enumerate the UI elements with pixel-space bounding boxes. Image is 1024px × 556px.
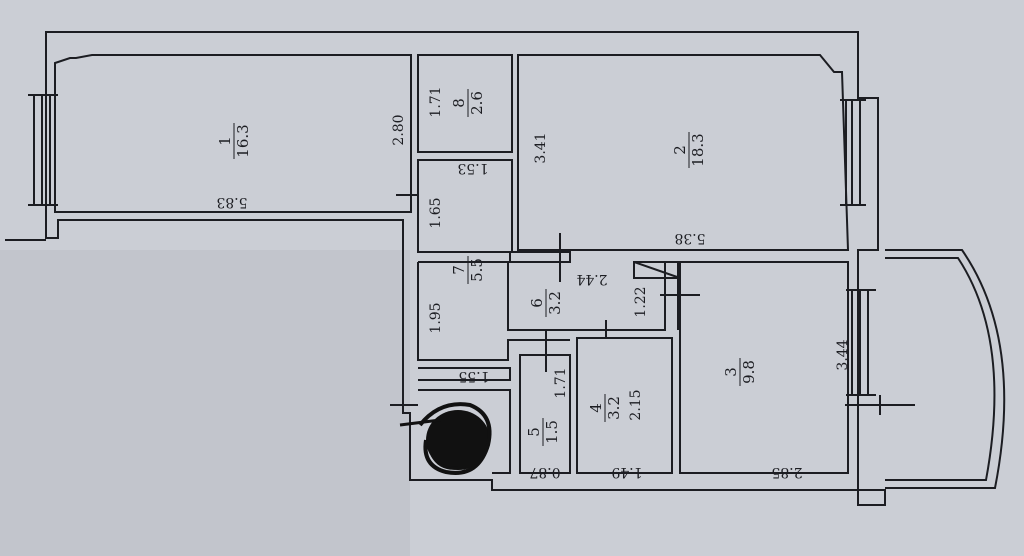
outer-wall bbox=[45, 31, 886, 506]
dimension-label: 1.49 bbox=[611, 464, 642, 480]
dimension-label: 2.44 bbox=[576, 271, 607, 287]
dimension-label: 1.55 bbox=[458, 368, 489, 384]
room-3-number: 3 bbox=[722, 367, 740, 377]
balcony-outline bbox=[885, 249, 1006, 489]
room-1-inner-wall bbox=[54, 54, 412, 213]
room-3-area: 9.8 bbox=[740, 360, 758, 384]
room-6-number: 6 bbox=[528, 298, 546, 308]
balcony-inner bbox=[885, 257, 996, 481]
room-3-inner-wall bbox=[679, 261, 849, 474]
dimension-label: 2.80 bbox=[391, 114, 407, 145]
dimension-label: 1.65 bbox=[428, 197, 444, 228]
room-1-number: 1 bbox=[216, 136, 234, 146]
room-1-area: 16.3 bbox=[234, 124, 252, 157]
room-2-number: 2 bbox=[671, 145, 689, 155]
dimension-label: 3.44 bbox=[835, 339, 851, 370]
room-4-inner-wall bbox=[576, 337, 673, 474]
room-4-area: 3.2 bbox=[605, 396, 623, 420]
dimension-label: 5.83 bbox=[216, 194, 247, 210]
dimension-label: 1.71 bbox=[553, 367, 569, 398]
dimension-label: 1.53 bbox=[457, 160, 488, 176]
window-right-top bbox=[840, 99, 866, 206]
room-7-number: 7 bbox=[450, 265, 468, 275]
dimension-label: 0.87 bbox=[529, 464, 560, 480]
room-5-number: 5 bbox=[525, 427, 543, 437]
room-2-inner-wall bbox=[517, 54, 850, 251]
scribble-blot bbox=[399, 402, 492, 475]
room-6-area: 3.2 bbox=[546, 291, 564, 315]
room-8-number: 8 bbox=[450, 98, 468, 108]
room-8-area: 2.6 bbox=[468, 91, 486, 115]
dimension-label: 2.85 bbox=[771, 464, 802, 480]
room-5-area: 1.5 bbox=[543, 420, 561, 444]
room-8-inner-wall bbox=[417, 54, 513, 153]
dimension-label: 1.71 bbox=[428, 86, 444, 117]
dimension-label: 2.15 bbox=[628, 389, 644, 420]
dimension-label: 5.38 bbox=[674, 230, 705, 246]
entry-wall bbox=[418, 367, 511, 474]
room-2-area: 18.3 bbox=[689, 133, 707, 166]
door-marks bbox=[5, 194, 915, 415]
dimension-label: 3.41 bbox=[533, 132, 549, 163]
dimension-label: 1.95 bbox=[428, 302, 444, 333]
room-5-inner-wall bbox=[519, 354, 571, 474]
room-7-area: 5.5 bbox=[468, 258, 486, 282]
window-right-bottom bbox=[846, 289, 876, 396]
vent-shaft bbox=[633, 261, 681, 279]
dimension-label: 1.22 bbox=[633, 286, 649, 317]
paper-shadow bbox=[0, 250, 410, 556]
corridor-wall bbox=[417, 159, 571, 263]
room-4-number: 4 bbox=[587, 403, 605, 413]
window-left bbox=[28, 94, 58, 206]
